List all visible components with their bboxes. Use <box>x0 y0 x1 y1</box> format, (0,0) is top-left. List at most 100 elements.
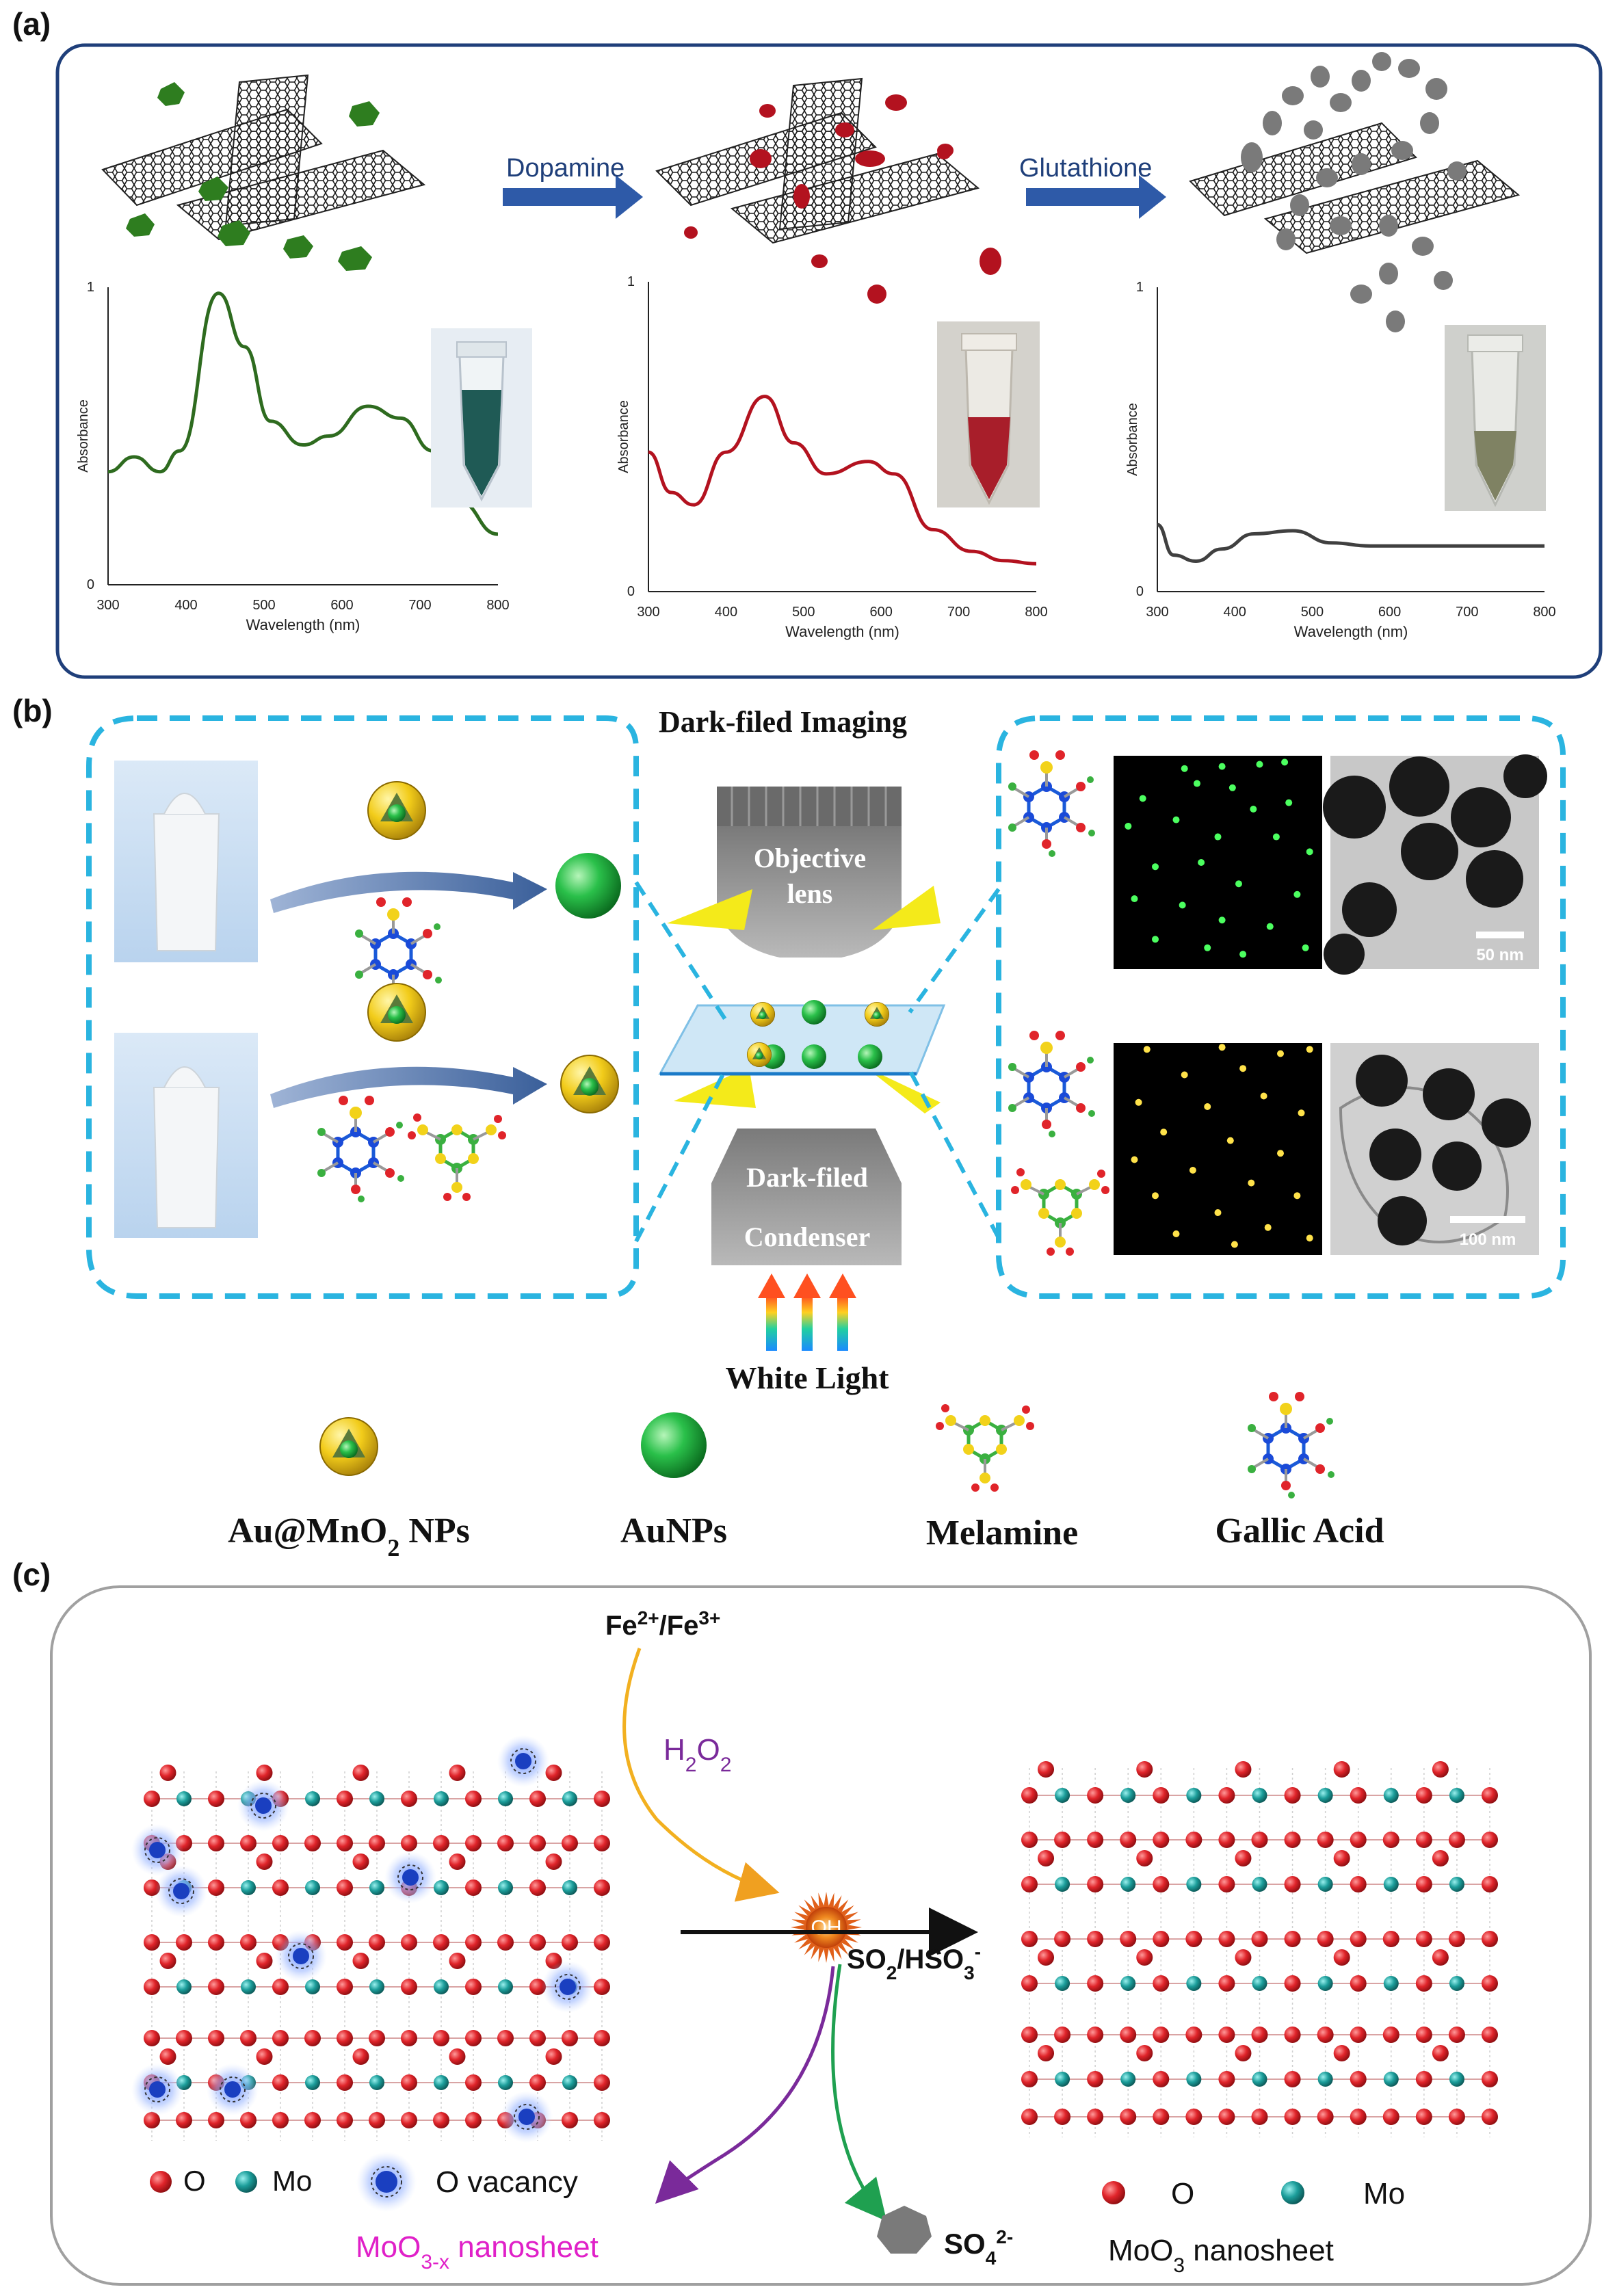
mo-atom <box>434 1979 449 1994</box>
o-atom <box>449 1953 466 1969</box>
o-atom <box>1153 2109 1170 2125</box>
o-atom <box>1120 1832 1137 1848</box>
reaction-arrow-bottom <box>270 1066 547 1108</box>
oh-star-core <box>806 1907 847 1948</box>
vacancy-atom <box>560 1979 576 1995</box>
o-atom <box>1432 1761 1449 1778</box>
o-atom <box>433 2030 449 2046</box>
dark-field-condenser <box>711 1129 902 1265</box>
o-atom <box>1087 2071 1104 2087</box>
oh-radical-label: OH <box>811 1916 842 1939</box>
x-tick-label: 300 <box>96 598 119 613</box>
yellow-dot <box>1231 1241 1238 1248</box>
h2o2-label: H2O2 <box>663 1733 731 1776</box>
o-atom <box>208 1791 224 1807</box>
mo-atom <box>1120 2072 1136 2087</box>
o-atom <box>1235 1949 1252 1966</box>
green-dot <box>1125 822 1132 830</box>
o-atom <box>1284 2109 1301 2125</box>
o-atom <box>1482 1832 1498 1848</box>
o-atom <box>240 1934 257 1951</box>
o-atom <box>369 1934 385 1951</box>
o-atom <box>1482 1876 1498 1892</box>
o-atom <box>1153 1876 1170 1892</box>
y-tick-label: 1 <box>87 280 94 295</box>
aunp-sphere-icon <box>555 853 621 919</box>
o-atom <box>465 2112 482 2128</box>
o-atom <box>1482 2109 1498 2125</box>
o-atom <box>1054 2027 1071 2043</box>
o-atom <box>1218 1931 1235 1947</box>
mo-atom <box>1055 1788 1070 1803</box>
o-atom <box>433 2112 449 2128</box>
milk-glass-image-1 <box>114 761 258 962</box>
o-atom <box>1218 1787 1235 1804</box>
o-atom <box>176 1934 192 1951</box>
o-atom <box>1317 1931 1334 1947</box>
o-atom <box>1382 1832 1399 1848</box>
o-atom <box>465 1934 482 1951</box>
o-atom <box>1482 2071 1498 2087</box>
vacancy-atom <box>515 1753 531 1769</box>
y-tick-label: 1 <box>627 274 635 289</box>
vial-photo-2 <box>937 321 1040 507</box>
o-atom <box>176 2112 192 2128</box>
moo3x-lattice <box>131 1735 610 2143</box>
vacancy-atom <box>224 2081 241 2098</box>
dark-field-image-yellow <box>1114 1043 1322 1255</box>
o-atom <box>562 2030 578 2046</box>
mo-atom <box>1317 1976 1333 1991</box>
green-dot <box>1152 863 1159 871</box>
y-axis-label: Absorbance <box>76 399 91 473</box>
o-atom <box>369 2112 385 2128</box>
y-tick-label: 1 <box>1136 280 1144 295</box>
o-atom <box>337 1791 353 1807</box>
o-atom <box>1153 2071 1170 2087</box>
vacancy-ring <box>514 2104 540 2130</box>
panel-a-label: (a) <box>12 6 51 42</box>
vacancy-ring <box>510 1748 536 1774</box>
x-tick-label: 400 <box>715 605 737 620</box>
legend-au-mno2-label: Au@MnO2 NPs <box>228 1512 470 1561</box>
o-atom <box>1218 2109 1235 2125</box>
to-moo3x-arrow <box>655 1966 835 2204</box>
o-atom <box>1415 1975 1432 1992</box>
o-atom <box>144 2112 160 2128</box>
yellow-scatter-dots <box>1131 1044 1313 1248</box>
x-tick-label: 500 <box>792 605 815 620</box>
o-atom <box>401 2074 417 2091</box>
o-atom <box>1333 1761 1350 1778</box>
o-atom <box>529 1835 546 1851</box>
mo-atom <box>369 2075 384 2090</box>
mo-atom <box>498 1880 513 1895</box>
o-atom <box>1284 2071 1301 2087</box>
yellow-dot <box>1260 1092 1267 1100</box>
green-dot <box>1302 944 1309 951</box>
gallic-acid-molecule-icon <box>1008 1031 1095 1137</box>
legend-oxygen-label: O <box>183 2165 206 2197</box>
o-atom <box>449 1853 466 1870</box>
yellow-dot <box>1172 1230 1180 1237</box>
scale-bar-label-1: 50 nm <box>1476 946 1523 964</box>
yellow-dot <box>1131 1156 1138 1163</box>
legend-mo-label: Mo <box>272 2165 312 2197</box>
mo-atom <box>498 1791 513 1806</box>
o-atom <box>497 2030 514 2046</box>
o-atom <box>1333 1949 1350 1966</box>
right-dashed-box <box>996 715 1566 1299</box>
vacancy-ring <box>555 1974 581 2000</box>
mo-atom <box>1055 1877 1070 1892</box>
o-atom <box>465 1979 482 1995</box>
o-atom <box>337 1879 353 1896</box>
o-atom <box>529 1879 546 1896</box>
o-atom <box>272 1879 289 1896</box>
o-atom <box>1087 2109 1104 2125</box>
o-atom <box>1153 2027 1170 2043</box>
o-atom <box>449 1765 466 1781</box>
o-atom <box>433 1934 449 1951</box>
o-atom <box>337 1979 353 1995</box>
condenser-label-line1: Dark-filed <box>746 1162 868 1193</box>
